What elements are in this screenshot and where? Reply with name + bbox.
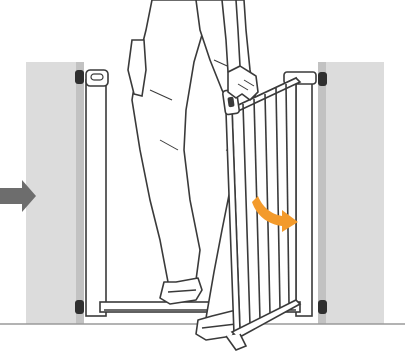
left-wall (26, 62, 84, 324)
right-wall (318, 62, 384, 324)
latch-handle (86, 70, 108, 86)
right-wall-edge (318, 62, 326, 324)
left-hand (128, 40, 146, 96)
left-wall-edge (76, 62, 84, 324)
